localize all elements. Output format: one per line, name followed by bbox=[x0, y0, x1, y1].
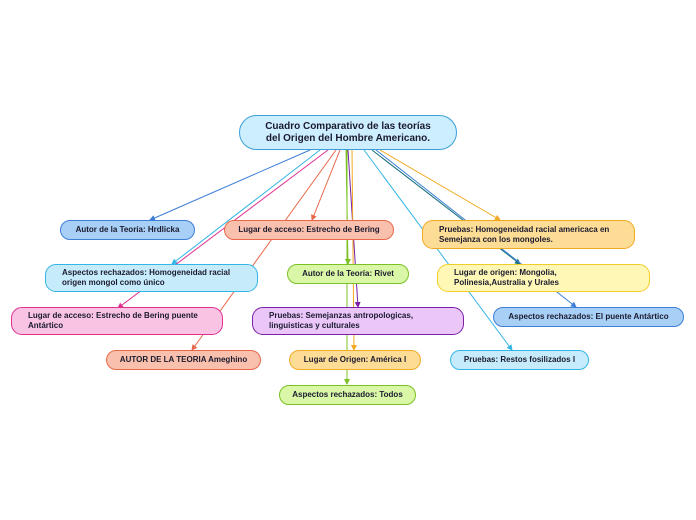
node-label: Pruebas: Semejanzas antropologicas, ling… bbox=[269, 311, 414, 330]
node-rejected-bridge[interactable]: Aspectos rechazados: El puente Antártico bbox=[493, 307, 684, 327]
node-label: Lugar de acceso: Estrecho de Bering puen… bbox=[28, 311, 198, 330]
node-rejected-all[interactable]: Aspectos rechazados: Todos bbox=[279, 385, 416, 405]
node-label: Aspectos rechazados: Homogeneidad racial… bbox=[62, 268, 231, 287]
node-label: Autor de la Teoría: Rivet bbox=[302, 269, 394, 278]
node-rivet-author[interactable]: Autor de la Teoría: Rivet bbox=[287, 264, 409, 284]
link-hrdlicka-rejected bbox=[171, 149, 321, 265]
node-label: Lugar de origen: Mongolia, Polinesia,Aus… bbox=[454, 268, 559, 287]
root-topic[interactable]: Cuadro Comparativo de las teorías del Or… bbox=[239, 115, 457, 150]
node-label: Lugar de acceso: Estrecho de Bering bbox=[238, 225, 380, 234]
link-bering-access bbox=[311, 149, 341, 221]
link-hrdlicka-author bbox=[149, 149, 311, 221]
node-hrdlicka-author[interactable]: Autor de la Teoría: Hrdlicka bbox=[60, 220, 195, 240]
node-ameghino-author[interactable]: AUTOR DE LA TEORIA Ameghino bbox=[106, 350, 261, 370]
node-evidence-mongols[interactable]: Pruebas: Homogeneidad racial americaca e… bbox=[422, 220, 635, 249]
node-label: Aspectos rechazados: Todos bbox=[292, 390, 403, 399]
node-label: Pruebas: Restos fosilizados l bbox=[463, 355, 576, 364]
link-evidence-fossils bbox=[363, 149, 513, 351]
node-label: Aspectos rechazados: El puente Antártico bbox=[508, 312, 669, 321]
node-label: Lugar de Origen: América l bbox=[303, 355, 407, 364]
root-topic-label: Cuadro Comparativo de las teorías del Or… bbox=[265, 120, 431, 144]
node-label: Pruebas: Homogeneidad racial americaca e… bbox=[439, 224, 610, 244]
node-ameghino-access[interactable]: Lugar de acceso: Estrecho de Bering puen… bbox=[11, 307, 223, 335]
node-origin-america[interactable]: Lugar de Origen: América l bbox=[289, 350, 421, 370]
node-bering-access[interactable]: Lugar de acceso: Estrecho de Bering bbox=[224, 220, 394, 240]
node-rivet-evidence[interactable]: Pruebas: Semejanzas antropologicas, ling… bbox=[252, 307, 464, 335]
node-hrdlicka-rejected[interactable]: Aspectos rechazados: Homogeneidad racial… bbox=[45, 264, 258, 292]
node-evidence-fossils[interactable]: Pruebas: Restos fosilizados l bbox=[450, 350, 589, 370]
node-label: Autor de la Teoría: Hrdlicka bbox=[75, 225, 180, 234]
link-evidence-mongols bbox=[379, 149, 501, 221]
node-label: AUTOR DE LA TEORIA Ameghino bbox=[119, 355, 248, 364]
node-origin-mongolia[interactable]: Lugar de origen: Mongolia, Polinesia,Aus… bbox=[437, 264, 650, 292]
